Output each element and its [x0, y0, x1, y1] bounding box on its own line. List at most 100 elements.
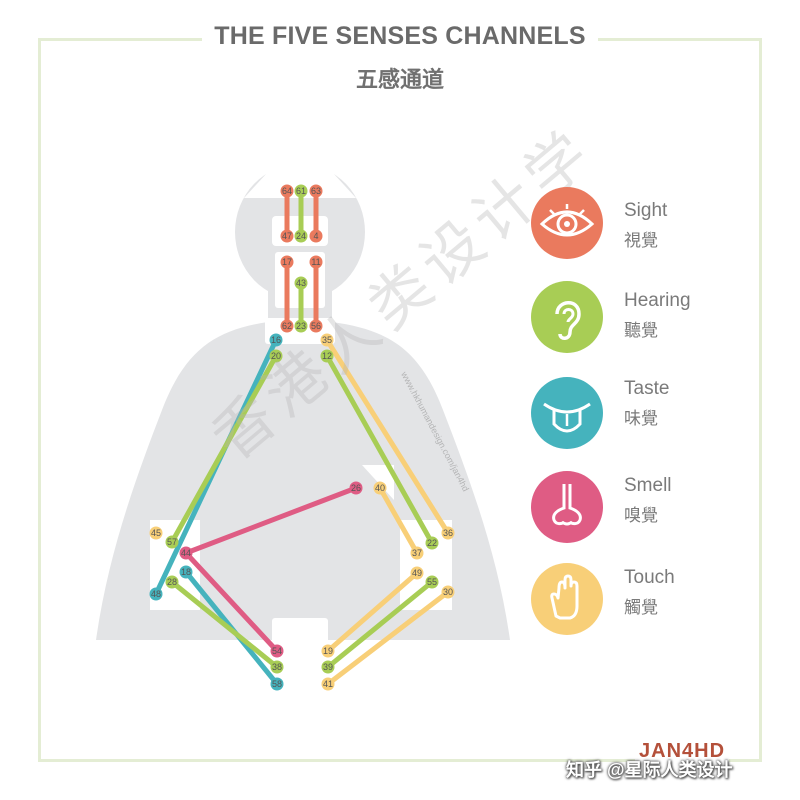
page-title: THE FIVE SENSES CHANNELS: [202, 22, 598, 51]
gate-dot-12: [320, 349, 334, 363]
sense-label-taste-zh: 味覺: [624, 409, 658, 428]
gate-dot-57: [165, 535, 179, 549]
gate-dot-43: [294, 276, 308, 290]
gate-dot-47: [280, 229, 294, 243]
gate-label-12: 12: [322, 351, 332, 361]
channel-12-22: [324, 353, 435, 546]
sense-label-touch-zh: 觸覺: [624, 598, 658, 617]
sense-label-hearing-en: Hearing: [624, 290, 691, 311]
gate-dot-48: [149, 587, 163, 601]
channels: [153, 188, 451, 687]
gate-dot-38: [270, 660, 284, 674]
gate-dot-11: [309, 255, 323, 269]
channel-55-39: [325, 579, 435, 670]
gate-label-11: 11: [311, 257, 320, 267]
sacral-center: [272, 618, 328, 678]
gate-dot-28: [165, 575, 179, 589]
gate-dot-30: [441, 585, 455, 599]
sense-label-sight-en: Sight: [624, 200, 668, 221]
gate-label-40: 40: [375, 483, 385, 493]
gate-dot-56: [309, 319, 323, 333]
page-subtitle: 五感通道: [355, 67, 444, 92]
gate-label-38: 38: [272, 662, 282, 672]
gate-label-4: 4: [313, 231, 318, 241]
gate-dot-35: [320, 333, 334, 347]
gate-label-47: 47: [282, 231, 292, 241]
gate-label-56: 56: [311, 321, 321, 331]
gate-label-28: 28: [167, 577, 177, 587]
gate-label-19: 19: [323, 646, 333, 656]
gate-dot-17: [280, 255, 294, 269]
gate-dot-58: [270, 677, 284, 691]
gate-label-24: 24: [296, 231, 306, 241]
gate-dot-24: [294, 229, 308, 243]
gate-label-36: 36: [443, 528, 453, 538]
gate-dot-40: [373, 481, 387, 495]
gate-label-39: 39: [323, 662, 333, 672]
gate-dot-20: [269, 349, 283, 363]
tongue-icon: [531, 377, 603, 449]
gate-dot-16: [269, 333, 283, 347]
gate-dot-39: [321, 660, 335, 674]
gate-label-62: 62: [282, 321, 292, 331]
hand-icon: [531, 563, 603, 635]
gate-dot-63: [309, 184, 323, 198]
channel-30-41: [325, 589, 451, 687]
credit-text: 知乎 @星际人类设计: [566, 760, 733, 780]
gate-dot-49: [410, 566, 424, 580]
gate-dot-22: [425, 536, 439, 550]
gate-dot-45: [149, 526, 163, 540]
gate-dot-19: [321, 644, 335, 658]
gate-label-44: 44: [181, 548, 191, 558]
gate-label-30: 30: [443, 587, 453, 597]
channel-35-36: [324, 337, 451, 536]
sense-label-sight-zh: 視覺: [624, 231, 658, 250]
title-container: THE FIVE SENSES CHANNELS: [0, 22, 800, 51]
gate-dot-36: [441, 526, 455, 540]
channel-44-54: [183, 550, 280, 654]
gate-label-41: 41: [323, 679, 333, 689]
gate-label-18: 18: [181, 567, 191, 577]
nose-icon: [531, 471, 603, 543]
gate-dot-54: [270, 644, 284, 658]
gate-dot-41: [321, 677, 335, 691]
sense-label-smell-zh: 嗅覺: [624, 506, 658, 525]
gate-label-45: 45: [151, 528, 161, 538]
gate-dot-55: [425, 575, 439, 589]
g-center: [264, 410, 336, 510]
gate-dot-62: [280, 319, 294, 333]
gate-dot-44: [179, 546, 193, 560]
sense-label-hearing-zh: 聽覺: [624, 321, 658, 340]
gate-label-54: 54: [272, 646, 282, 656]
channel-28-38: [169, 579, 280, 670]
gate-label-22: 22: [427, 538, 437, 548]
eye-icon: [531, 187, 603, 259]
gate-dot-61: [294, 184, 308, 198]
gate-label-37: 37: [412, 548, 422, 558]
spleen-center: [150, 520, 200, 610]
gate-label-16: 16: [271, 335, 281, 345]
gate-label-35: 35: [322, 335, 332, 345]
gate-dot-26: [349, 481, 363, 495]
gate-label-20: 20: [271, 351, 281, 361]
gate-label-43: 43: [296, 278, 306, 288]
gate-label-55: 55: [427, 577, 437, 587]
sense-label-taste-en: Taste: [624, 378, 670, 399]
gate-label-64: 64: [282, 186, 292, 196]
channel-26-44: [183, 485, 359, 556]
channel-40-37: [377, 485, 420, 556]
gate-dot-23: [294, 319, 308, 333]
brand-logo-text: JAN4HD: [635, 740, 730, 763]
gate-label-58: 58: [272, 679, 282, 689]
gate-label-49: 49: [412, 568, 422, 578]
head-center: [244, 137, 356, 198]
sense-label-touch-en: Touch: [624, 567, 675, 588]
gate-dot-4: [309, 229, 323, 243]
gate-label-61: 61: [296, 186, 306, 196]
gate-dot-37: [410, 546, 424, 560]
channel-20-57: [169, 353, 279, 545]
gate-label-17: 17: [282, 257, 292, 267]
gate-label-57: 57: [167, 537, 177, 547]
